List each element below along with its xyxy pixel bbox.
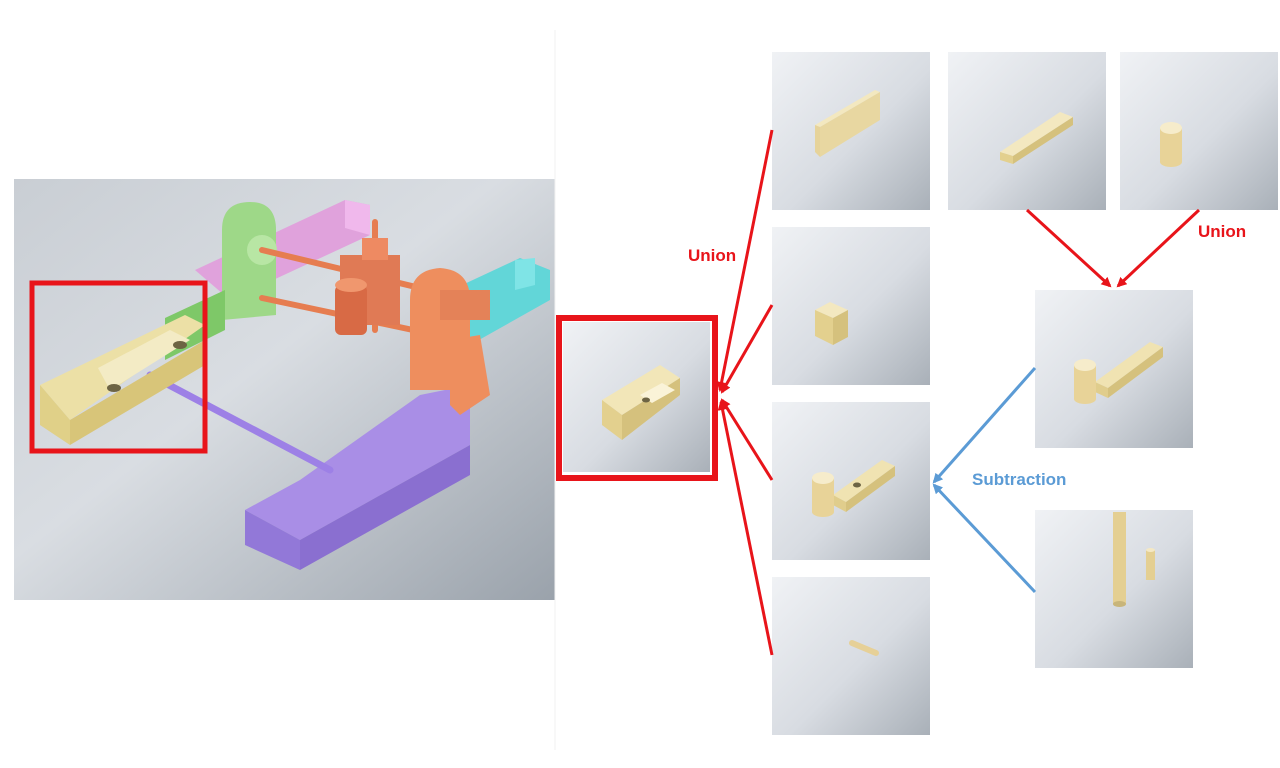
tile-cylinder: [1120, 52, 1278, 210]
union-label-left: Union: [688, 246, 736, 265]
selected-part-highlight-box: [556, 315, 718, 481]
tile-union-result: [1035, 290, 1193, 448]
selected-part-tile: [556, 315, 718, 481]
tile-small-pin: [772, 577, 930, 735]
tile-flat-bar: [948, 52, 1106, 210]
tile-long-plate: [772, 52, 930, 210]
tile-block: [772, 227, 930, 385]
front-rail-violet: [245, 385, 470, 570]
subtraction-label: Subtraction: [972, 470, 1066, 489]
subtraction-arrows: [932, 367, 1037, 594]
base-rail-left: [40, 315, 205, 445]
assembly-highlight-box: [29, 280, 208, 454]
tile-subtraction-result: [772, 402, 930, 560]
selected-part-shape: [602, 365, 680, 440]
orange-mechanism: [335, 238, 490, 415]
union-label-right: Union: [1198, 222, 1246, 241]
union-arrows-left: [716, 129, 774, 656]
union-arrows-right: [1025, 208, 1201, 288]
tile-two-pins: [1035, 510, 1193, 668]
connecting-rod: [146, 371, 334, 474]
assembly-render: [14, 179, 555, 600]
